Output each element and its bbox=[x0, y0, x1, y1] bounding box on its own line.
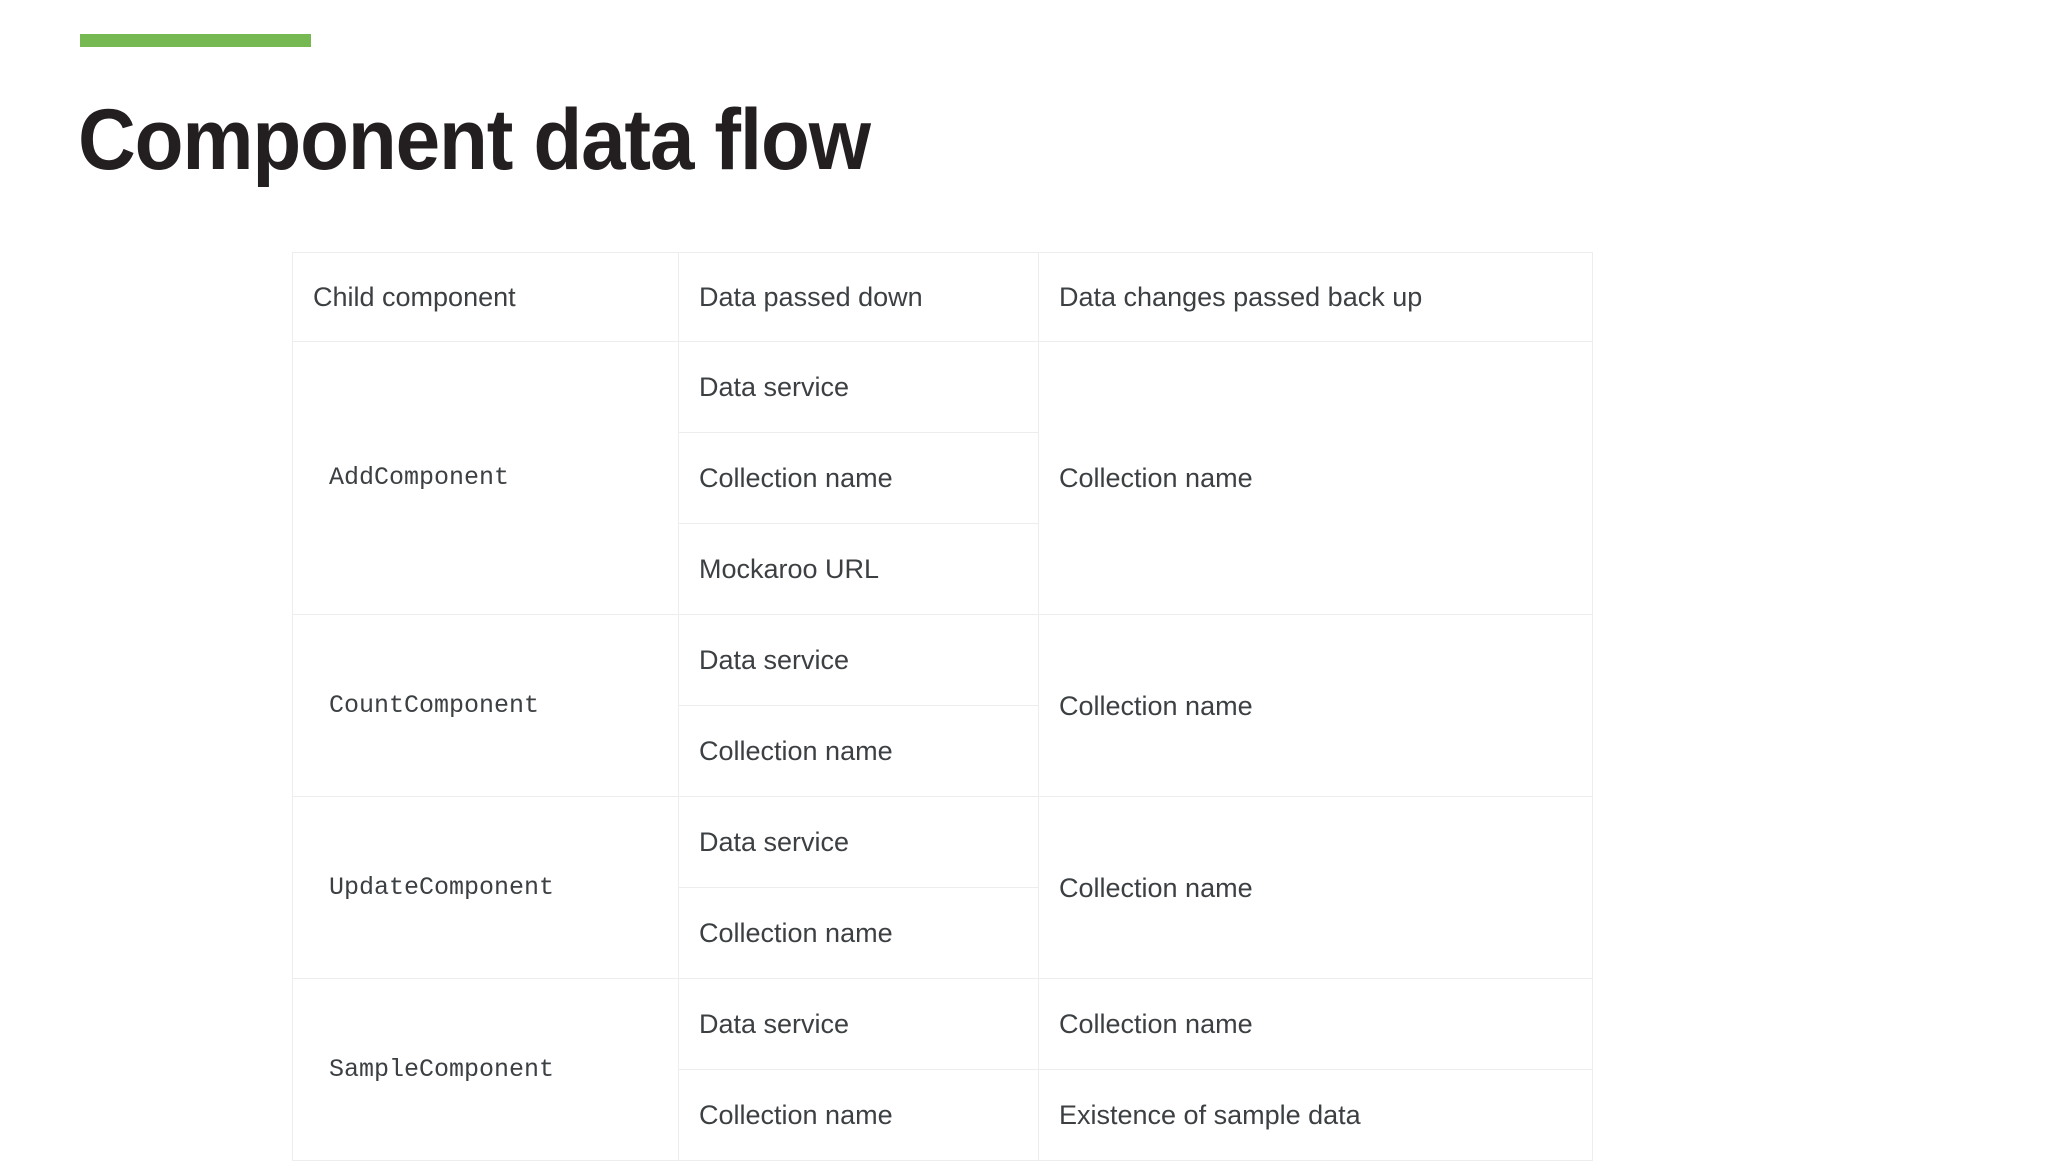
table-header-row: Child component Data passed down Data ch… bbox=[292, 252, 1593, 342]
cell-data-changes-passed-back-up: Collection name bbox=[1038, 614, 1593, 797]
table-row: SampleComponent Data service Collection … bbox=[292, 978, 1593, 1161]
cell-data-changes-passed-back-up: Existence of sample data bbox=[1038, 1069, 1593, 1161]
table-row: Collection name Existence of sample data bbox=[293, 1069, 1593, 1161]
cell-data-passed-down: Data service bbox=[678, 614, 1039, 706]
cell-data-passed-down: Collection name bbox=[678, 1069, 1039, 1161]
cell-data-passed-down: Mockaroo URL bbox=[678, 523, 1039, 615]
cell-component-name: AddComponent bbox=[292, 341, 679, 615]
table-row: Mockaroo URL bbox=[293, 523, 1593, 615]
table-row: UpdateComponent Data service Collection … bbox=[292, 796, 1593, 979]
table-body: AddComponent Data service Collection nam… bbox=[292, 341, 1593, 1161]
table-row: CountComponent Data service Collection n… bbox=[292, 614, 1593, 797]
cell-component-name: UpdateComponent bbox=[292, 796, 679, 979]
cell-component-name: CountComponent bbox=[292, 614, 679, 797]
table-head: Child component Data passed down Data ch… bbox=[292, 252, 1593, 342]
cell-data-changes-passed-back-up: Collection name bbox=[1038, 796, 1593, 979]
cell-data-passed-down: Collection name bbox=[678, 887, 1039, 979]
table-row: Collection name bbox=[293, 432, 1593, 524]
component-data-flow-table-wrap: Child component Data passed down Data ch… bbox=[292, 252, 1593, 1161]
cell-component-name: SampleComponent bbox=[292, 978, 679, 1161]
table-row: AddComponent Data service Collection nam… bbox=[292, 341, 1593, 615]
table-row: Collection name bbox=[293, 887, 1593, 979]
component-data-flow-table: Child component Data passed down Data ch… bbox=[292, 252, 1593, 1161]
cell-data-passed-down: Collection name bbox=[678, 705, 1039, 797]
accent-bar bbox=[80, 34, 311, 47]
cell-data-passed-down: Collection name bbox=[678, 432, 1039, 524]
cell-data-changes-passed-back-up: Collection name bbox=[1038, 341, 1593, 615]
column-header-data-changes-passed-back-up: Data changes passed back up bbox=[1038, 252, 1593, 342]
cell-data-passed-down: Data service bbox=[678, 796, 1039, 888]
column-header-child-component: Child component bbox=[292, 252, 679, 342]
page-title: Component data flow bbox=[78, 92, 871, 188]
cell-data-passed-down: Data service bbox=[678, 341, 1039, 433]
cell-data-passed-down: Data service bbox=[678, 978, 1039, 1070]
column-header-data-passed-down: Data passed down bbox=[678, 252, 1039, 342]
cell-data-changes-passed-back-up: Collection name bbox=[1038, 978, 1593, 1070]
